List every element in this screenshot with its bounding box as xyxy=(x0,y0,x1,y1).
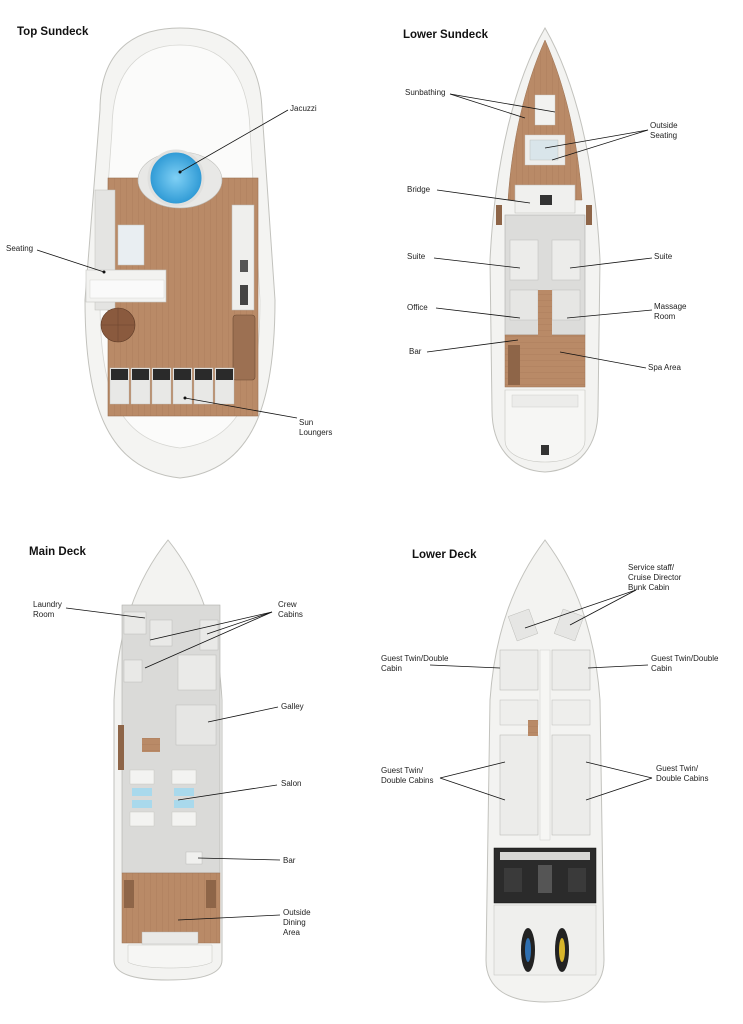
lower-sundeck-stern xyxy=(504,389,586,463)
label-sunbathing: Sunbathing xyxy=(405,88,445,98)
label-jacuzzi: Jacuzzi xyxy=(290,104,317,114)
label-guest-cabins-right-line1: Guest Twin/ xyxy=(656,764,699,773)
galley-area xyxy=(175,704,217,746)
label-office: Office xyxy=(407,303,428,313)
label-laundry-room-line1: Laundry xyxy=(33,600,62,609)
label-suite-right-text: Suite xyxy=(654,252,673,261)
label-spa-area: Spa Area xyxy=(648,363,681,373)
label-suite-left-text: Suite xyxy=(407,252,426,261)
guest-cabin-fwd-stbd xyxy=(551,649,591,691)
label-bar-main-text: Bar xyxy=(283,856,296,865)
label-outside-dining-line3: Area xyxy=(283,928,300,937)
label-laundry-room: Laundry Room xyxy=(33,600,62,620)
label-salon: Salon xyxy=(281,779,301,789)
top-sundeck-title: Top Sundeck xyxy=(17,26,89,38)
label-guest-cabin-right-line1: Guest Twin/Double xyxy=(651,654,719,663)
label-sun-loungers-line1: Sun xyxy=(299,418,314,427)
label-service-staff: Service staff/ Cruise Director Bunk Cabi… xyxy=(628,563,681,593)
label-guest-cabins-left-line1: Guest Twin/ xyxy=(381,766,424,775)
label-bar-sundeck-text: Bar xyxy=(409,347,422,356)
label-suite-right: Suite xyxy=(654,252,672,262)
label-salon-text: Salon xyxy=(281,779,302,788)
outside-dining-teak xyxy=(121,872,221,944)
salon-furniture xyxy=(129,769,197,827)
label-bar-main: Bar xyxy=(283,856,295,866)
lower-deck-plan xyxy=(429,539,653,1003)
label-guest-cabins-right: Guest Twin/ Double Cabins xyxy=(656,764,708,784)
label-guest-cabins-right-line2: Double Cabins xyxy=(656,774,709,783)
label-guest-cabin-right-line2: Cabin xyxy=(651,664,672,673)
label-sunbathing-text: Sunbathing xyxy=(405,88,446,97)
label-galley-text: Galley xyxy=(281,702,304,711)
label-outside-dining-line2: Dining xyxy=(283,918,306,927)
main-deck-plan xyxy=(65,539,281,981)
label-seating: Seating xyxy=(6,244,33,254)
label-outside-dining-line1: Outside xyxy=(283,908,311,917)
label-jacuzzi-text: Jacuzzi xyxy=(290,104,317,113)
label-guest-cabin-left-line2: Cabin xyxy=(381,664,402,673)
lower-sundeck-title: Lower Sundeck xyxy=(403,29,488,41)
label-outside-seating-line2: Seating xyxy=(650,131,678,140)
label-laundry-room-line2: Room xyxy=(33,610,55,619)
label-crew-cabins-line1: Crew xyxy=(278,600,297,609)
label-massage-room: Massage Room xyxy=(654,302,686,322)
label-bridge-text: Bridge xyxy=(407,185,431,194)
label-outside-dining: Outside Dining Area xyxy=(283,908,311,938)
lower-sundeck-plan xyxy=(426,26,653,473)
label-crew-cabins: Crew Cabins xyxy=(278,600,303,620)
label-suite-left: Suite xyxy=(407,252,425,262)
label-guest-cabin-left-line1: Guest Twin/Double xyxy=(381,654,449,663)
label-spa-area-text: Spa Area xyxy=(648,363,681,372)
label-guest-cabin-right: Guest Twin/Double Cabin xyxy=(651,654,718,674)
label-service-staff-line1: Service staff/ xyxy=(628,563,675,572)
label-sun-loungers-line2: Loungers xyxy=(299,428,333,437)
guest-cabin-aft-port xyxy=(499,734,539,836)
sun-loungers-group xyxy=(109,367,235,405)
lower-deck-title: Lower Deck xyxy=(412,549,477,561)
guest-cabin-fwd-port xyxy=(499,649,539,691)
top-sundeck-plan xyxy=(36,27,298,479)
label-bar-sundeck: Bar xyxy=(409,347,421,357)
label-office-text: Office xyxy=(407,303,428,312)
label-outside-seating: Outside Seating xyxy=(650,121,678,141)
label-massage-room-line1: Massage xyxy=(654,302,687,311)
label-crew-cabins-line2: Cabins xyxy=(278,610,303,619)
jacuzzi-water xyxy=(147,149,205,207)
label-guest-cabins-left-line2: Double Cabins xyxy=(381,776,434,785)
label-service-staff-line3: Bunk Cabin xyxy=(628,583,670,592)
label-sun-loungers: Sun Loungers xyxy=(299,418,332,438)
main-deck-title: Main Deck xyxy=(29,546,86,558)
guest-cabin-aft-stbd xyxy=(551,734,591,836)
label-bridge: Bridge xyxy=(407,185,430,195)
label-seating-text: Seating xyxy=(6,244,34,253)
tender-garage xyxy=(493,904,597,976)
label-galley: Galley xyxy=(281,702,304,712)
label-guest-cabins-left: Guest Twin/ Double Cabins xyxy=(381,766,433,786)
label-service-staff-line2: Cruise Director xyxy=(628,573,682,582)
label-guest-cabin-left: Guest Twin/Double Cabin xyxy=(381,654,448,674)
label-outside-seating-line1: Outside xyxy=(650,121,678,130)
label-massage-room-line2: Room xyxy=(654,312,676,321)
